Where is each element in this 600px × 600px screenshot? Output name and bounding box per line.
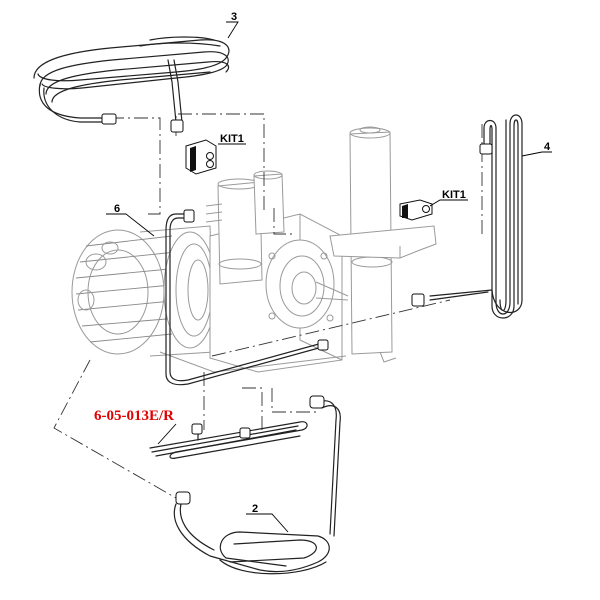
callout-part-6: 6	[114, 203, 120, 215]
callout-kit1-upper: KIT1	[220, 133, 244, 145]
cooling-coil-part-2	[173, 395, 341, 575]
cooling-coil-part-3	[33, 36, 230, 133]
flywheel	[163, 231, 217, 349]
cooling-hose-6-05-013	[149, 421, 308, 459]
tube-part-6	[165, 209, 329, 386]
callout-part-3: 3	[231, 11, 237, 23]
cooling-coil-part-4	[411, 114, 523, 319]
base-plate	[159, 351, 347, 373]
kit1-clamp-lower	[399, 199, 433, 221]
cylinder-head-2	[253, 170, 285, 235]
callout-part-4: 4	[544, 141, 551, 153]
leader-lines	[106, 21, 552, 533]
part-code-label: 6-05-013E/R	[94, 408, 174, 424]
cylinder-head-1	[205, 178, 263, 285]
callout-part-2: 2	[252, 503, 258, 515]
kit1-clamp-upper	[185, 139, 217, 175]
compressor-assembly	[71, 126, 437, 373]
callout-kit1-lower: KIT1	[442, 189, 466, 201]
mounting-bracket	[329, 225, 437, 259]
